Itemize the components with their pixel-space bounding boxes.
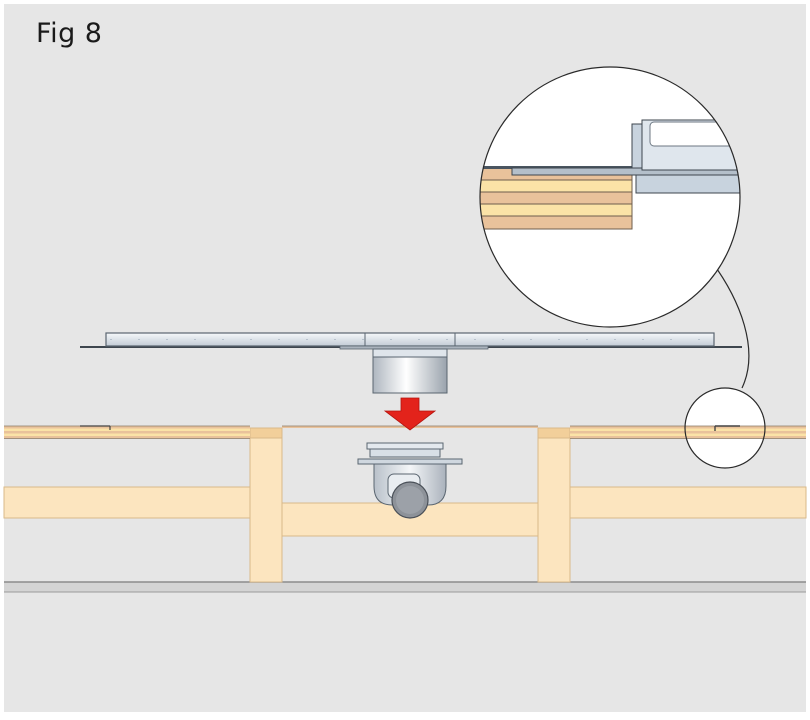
post-right-cap xyxy=(537,427,571,439)
floor-deck-left xyxy=(4,425,250,439)
drain-channel xyxy=(80,332,742,350)
detail-zoom-circle xyxy=(479,66,741,328)
joist-right xyxy=(569,486,807,519)
figure-title: Fig 8 xyxy=(36,18,103,49)
arrow-down-icon xyxy=(383,397,437,431)
joist-left xyxy=(3,486,251,519)
post-left-cap xyxy=(249,427,283,439)
detail-leader-line xyxy=(711,261,750,389)
post-left xyxy=(249,427,283,583)
floor-drain-body xyxy=(357,442,463,519)
post-right xyxy=(537,427,571,583)
concrete-slab xyxy=(4,582,806,592)
detail-marker-circle xyxy=(684,387,766,469)
channel-outlet xyxy=(372,348,448,394)
